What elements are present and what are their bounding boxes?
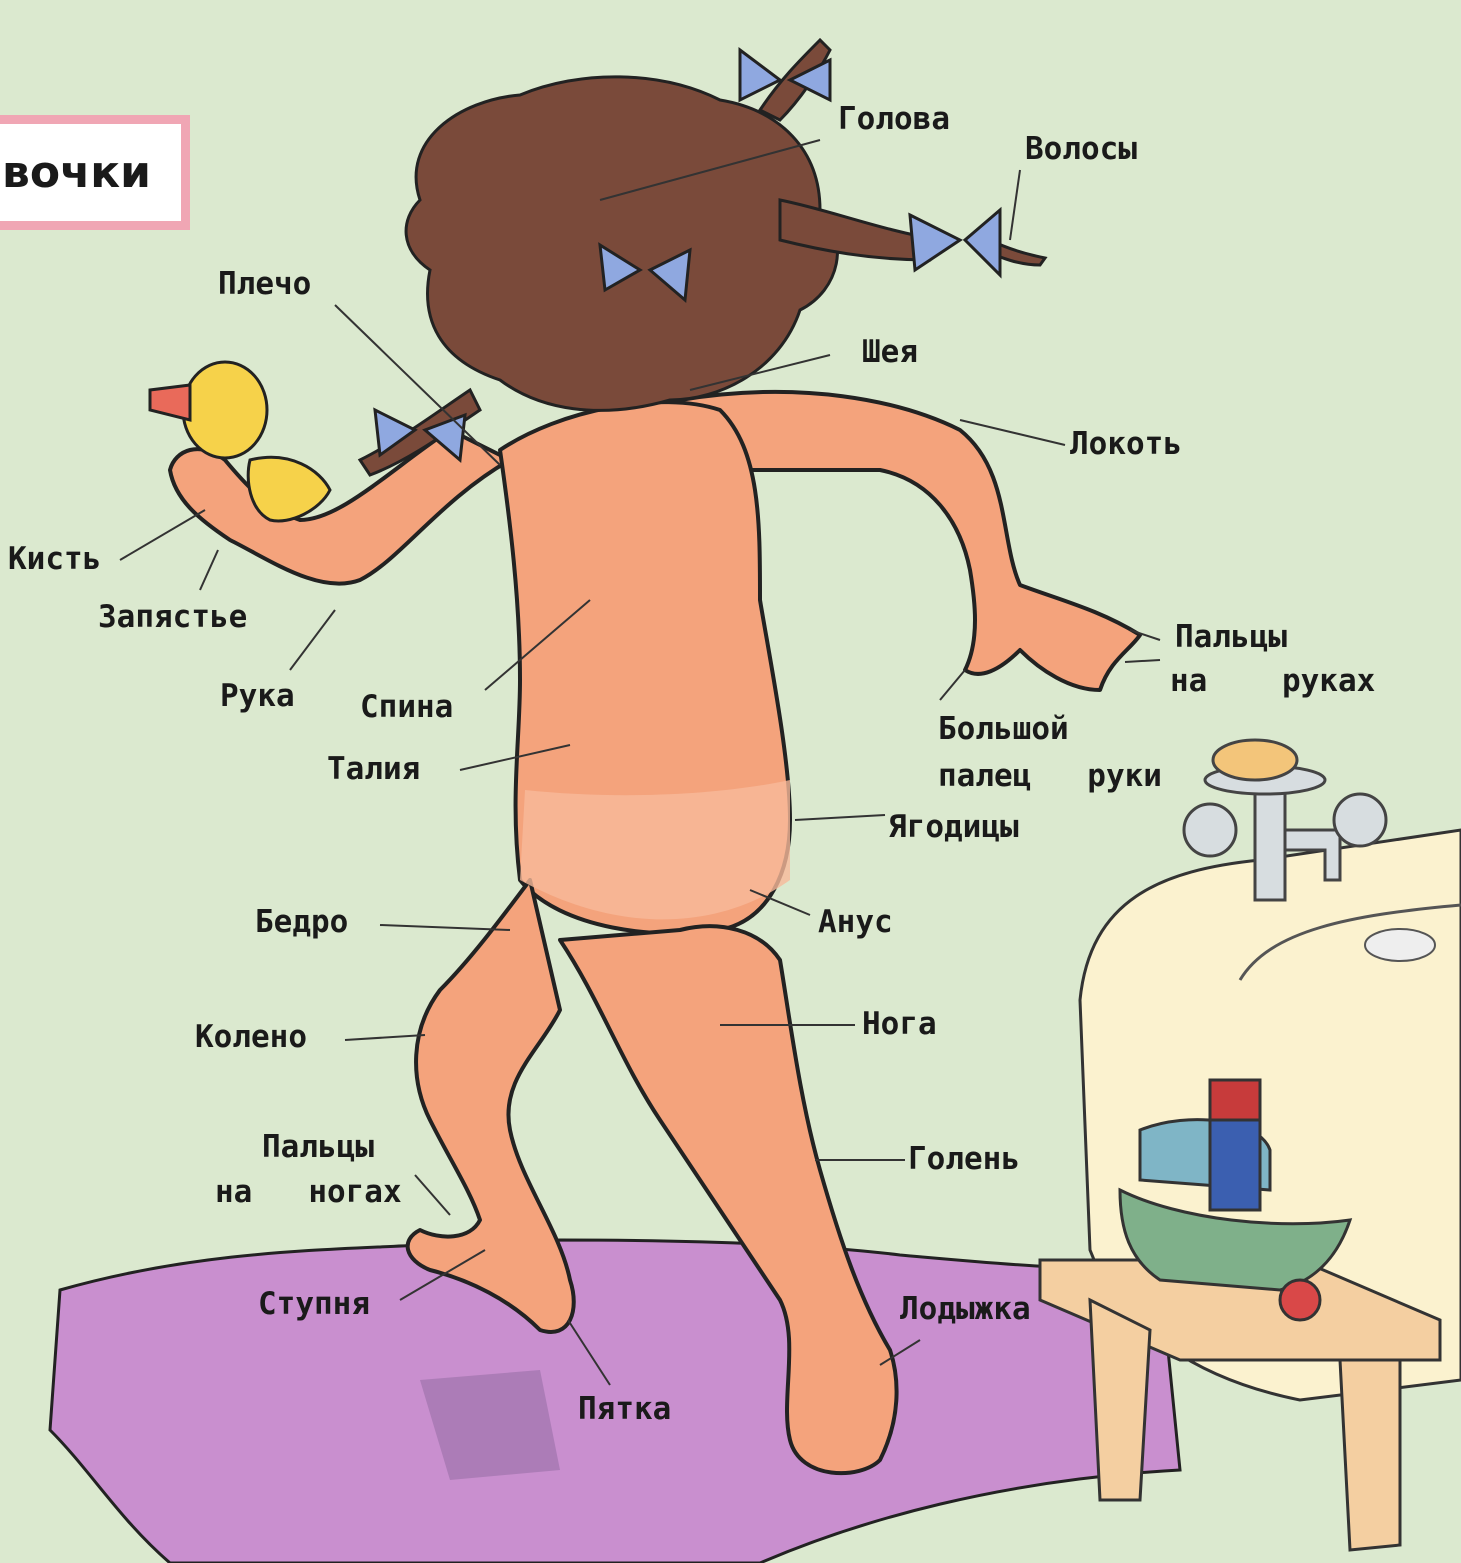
label-knee: Колено	[195, 1018, 307, 1056]
label-shin: Голень	[908, 1140, 1020, 1178]
label-shoulder: Плечо	[218, 265, 311, 303]
label-hip: Бедро	[255, 903, 348, 941]
label-head: Голова	[838, 100, 950, 138]
tan-line	[520, 780, 790, 919]
label-fingers-line1: Пальцы	[1175, 618, 1287, 656]
label-waist: Талия	[327, 750, 420, 788]
label-toes-line2: на ногах	[215, 1173, 402, 1211]
label-hair: Волосы	[1025, 130, 1137, 168]
soap	[1213, 740, 1297, 780]
stool	[1040, 1260, 1440, 1550]
label-arm: Рука	[220, 677, 295, 715]
label-toes-line1: Пальцы	[262, 1128, 374, 1166]
label-neck: Шея	[862, 333, 918, 371]
label-back: Спина	[360, 688, 453, 726]
label-anus: Анус	[818, 903, 893, 941]
drain	[1365, 929, 1435, 961]
label-elbow: Локоть	[1070, 425, 1182, 463]
label-foot: Ступня	[258, 1285, 370, 1323]
label-heel: Пятка	[578, 1390, 671, 1428]
label-leg: Нога	[862, 1005, 937, 1043]
label-ankle: Лодыжка	[900, 1290, 1031, 1328]
label-hand: Кисть	[8, 540, 101, 578]
page-title: вочки	[2, 147, 151, 198]
label-thumb-line1: Большой	[938, 710, 1069, 748]
label-buttocks: Ягодицы	[888, 808, 1019, 846]
title-box: вочки	[0, 115, 190, 230]
label-thumb-line2: палец руки	[938, 757, 1162, 795]
label-wrist: Запястье	[98, 598, 247, 636]
label-fingers-line2: на руках	[1170, 662, 1375, 700]
